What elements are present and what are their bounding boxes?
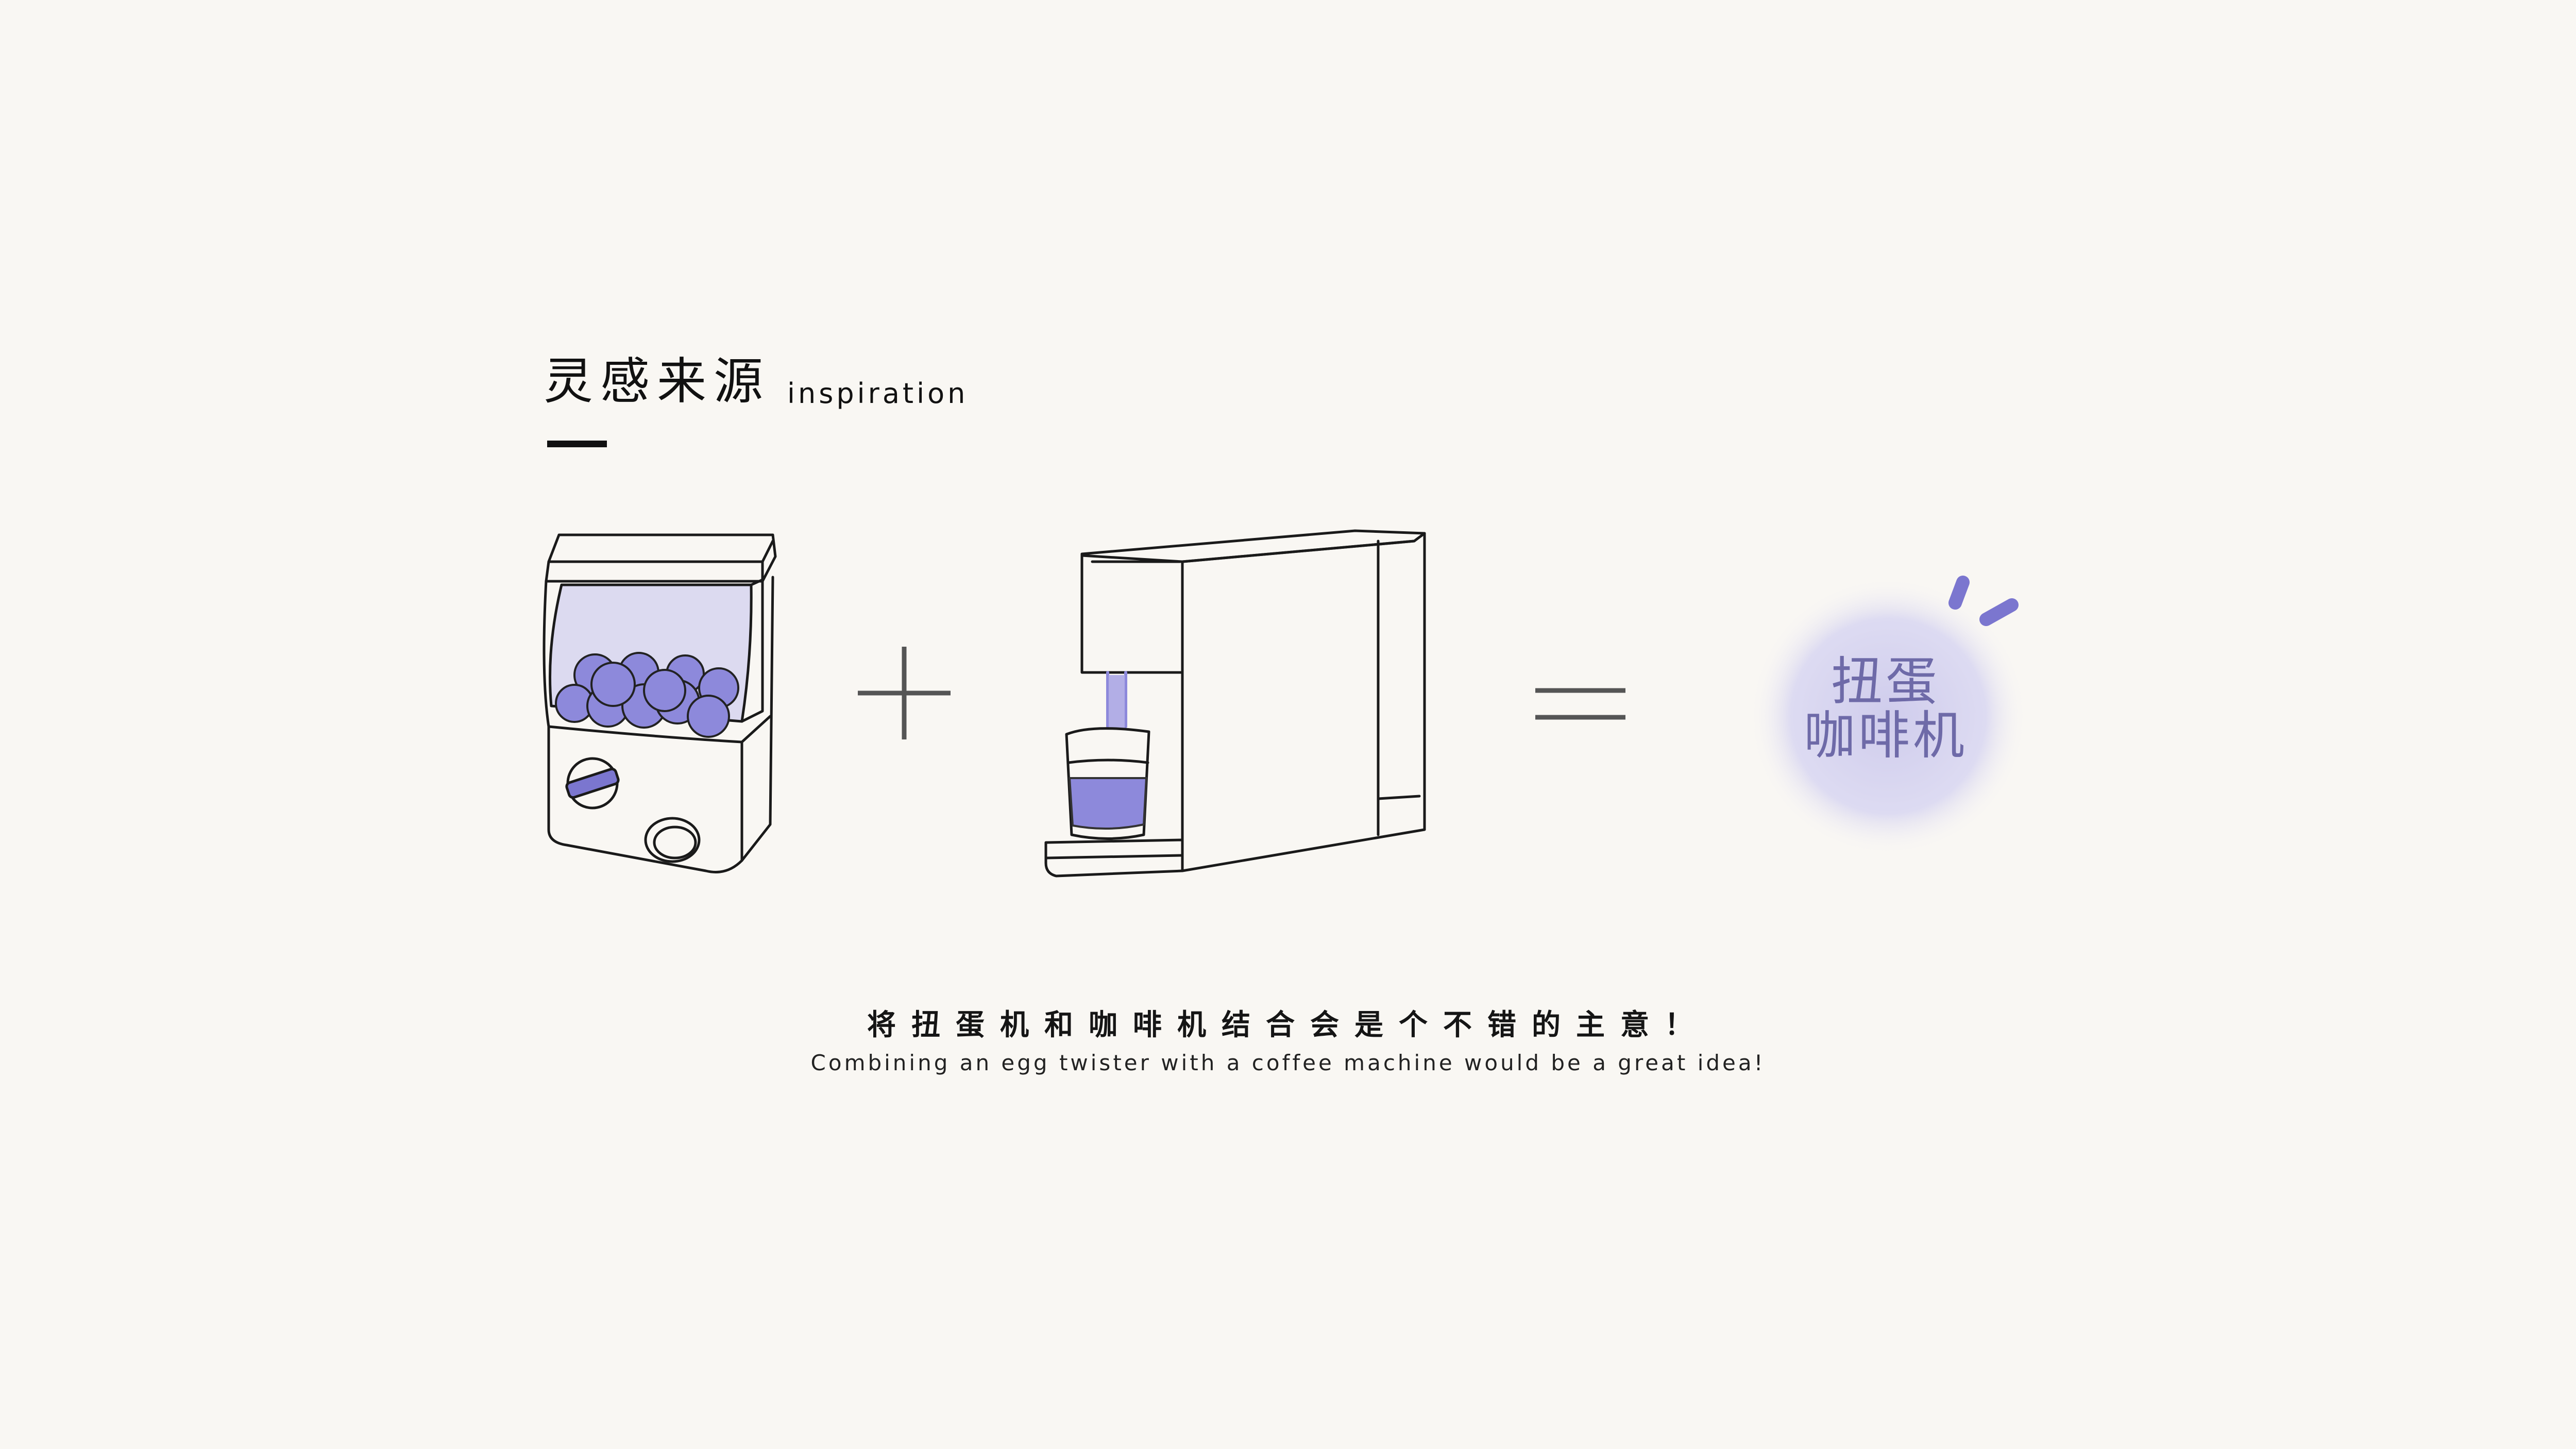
equals-icon	[1535, 688, 1625, 720]
section-title: 灵感来源	[544, 352, 770, 410]
title-underline	[547, 441, 607, 447]
coffee-machine-icon	[1044, 529, 1426, 878]
spark-line-icon	[1948, 576, 1970, 610]
result-label: 扭蛋 咖啡机	[1793, 654, 1978, 763]
spark-line-icon	[1979, 598, 2019, 626]
plus-icon	[858, 647, 951, 739]
result-line-1: 扭蛋	[1831, 651, 1940, 712]
section-subtitle: inspiration	[787, 377, 969, 410]
caption-english: Combining an egg twister with a coffee m…	[810, 1050, 1766, 1075]
gacha-machine-icon	[543, 533, 777, 873]
caption-chinese: 将扭蛋机和咖啡机结合会是个不错的主意！	[867, 1008, 1709, 1042]
result-line-2: 咖啡机	[1804, 705, 1968, 766]
result-bubble	[1752, 576, 2027, 855]
